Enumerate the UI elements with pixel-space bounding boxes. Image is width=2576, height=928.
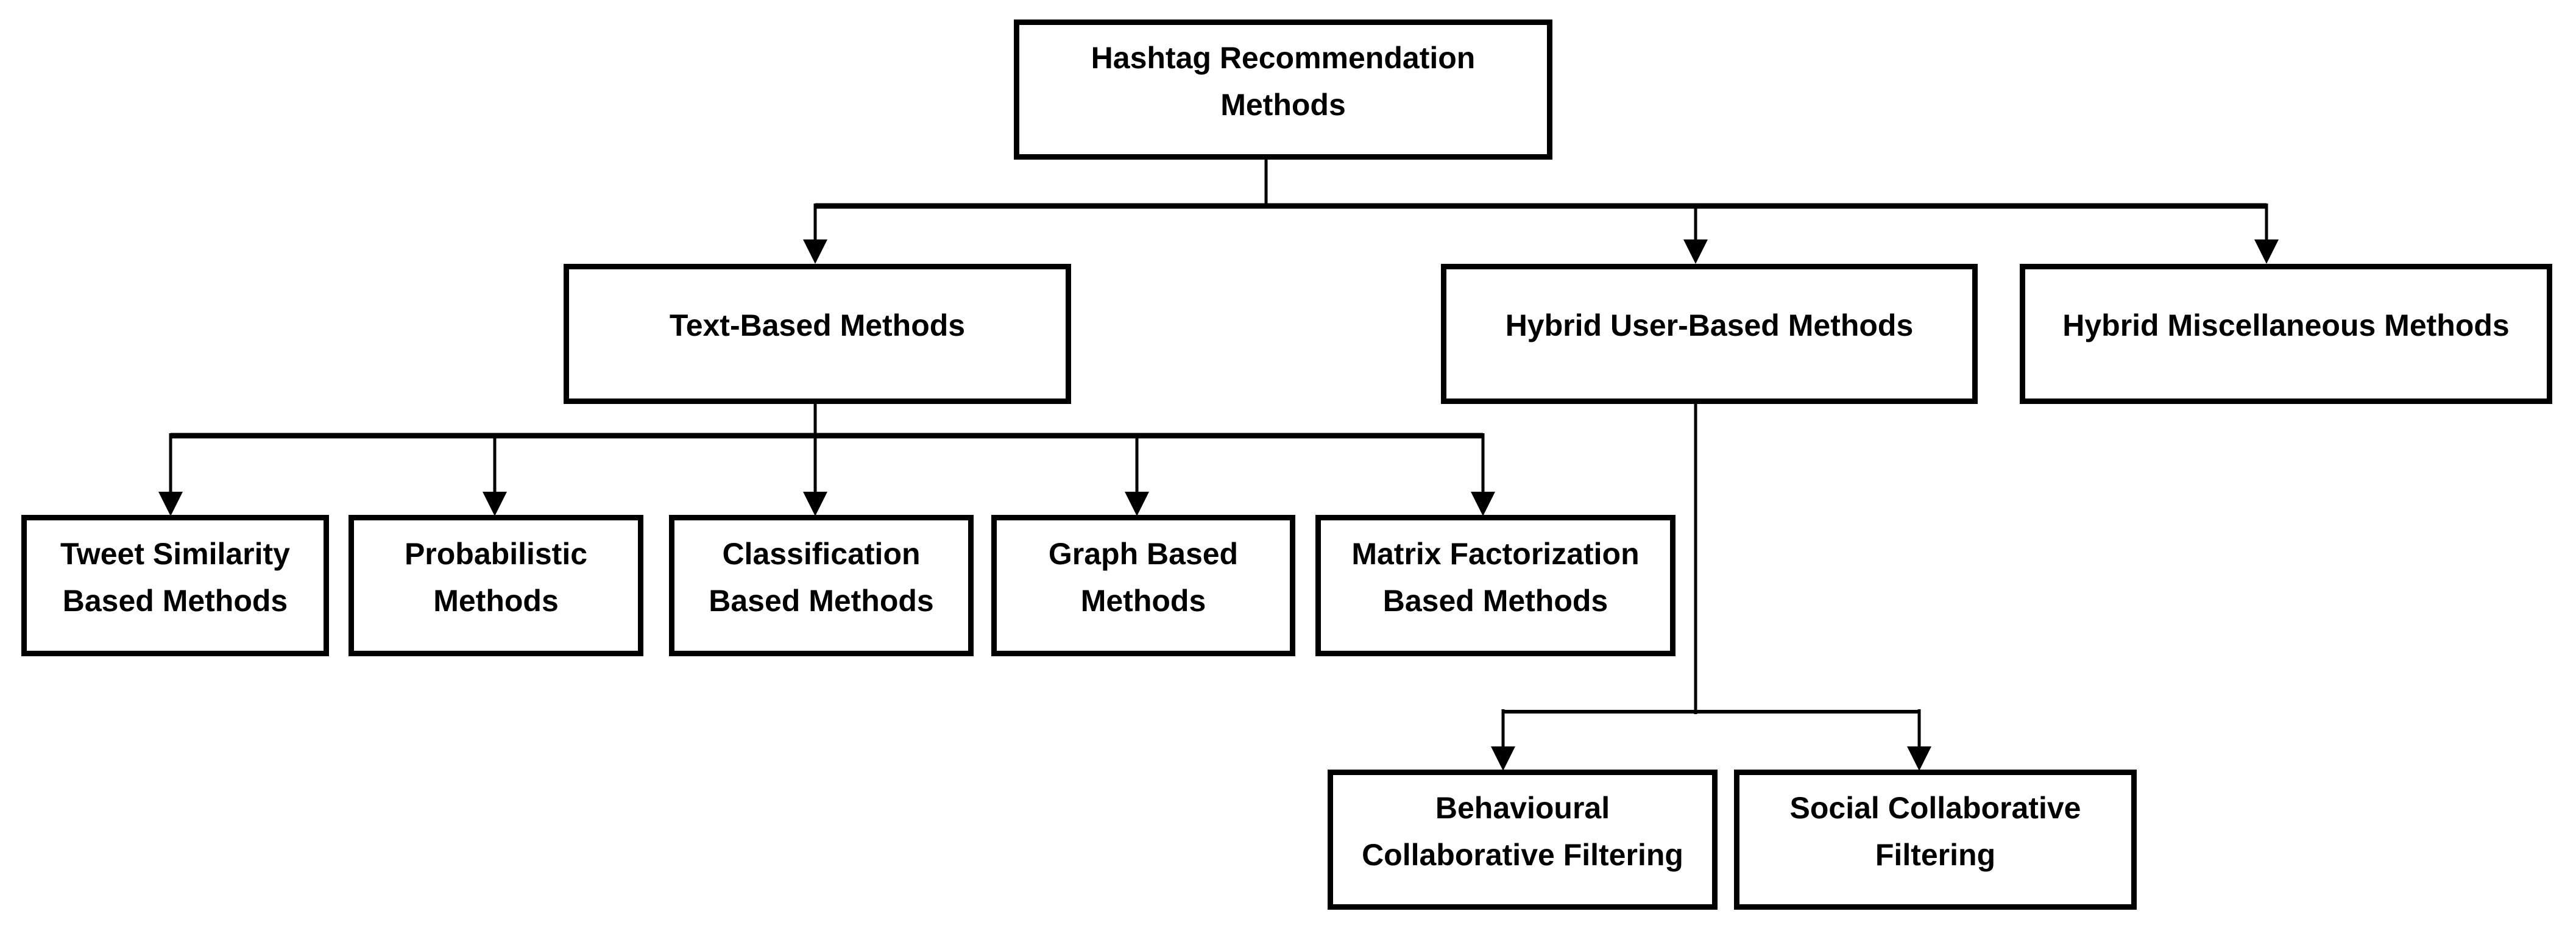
arrow-to-social-cf (1907, 746, 1931, 771)
node-probabilistic-methods: Probabilistic Methods (349, 515, 643, 656)
arrow-to-matrix-factorization (1471, 492, 1495, 516)
node-label: Tweet Similarity Based Methods (60, 536, 290, 618)
node-label: Hybrid Miscellaneous Methods (2062, 308, 2510, 343)
node-label: Hashtag Recommendation Methods (1091, 40, 1476, 122)
node-label: Social Collaborative Filtering (1789, 790, 2081, 873)
node-label: Text-Based Methods (669, 308, 966, 343)
arrow-to-behavioural-cf (1491, 746, 1515, 771)
arrow-to-probabilistic (483, 492, 507, 516)
node-hybrid-user-based-methods: Hybrid User-Based Methods (1441, 264, 1978, 404)
node-hybrid-miscellaneous-methods: Hybrid Miscellaneous Methods (2020, 264, 2552, 404)
node-label: Matrix Factorization Based Methods (1351, 536, 1640, 618)
node-graph-based-methods: Graph Based Methods (991, 515, 1295, 656)
edge-group-root-children (803, 157, 2279, 264)
node-matrix-factorization-based-methods: Matrix Factorization Based Methods (1315, 515, 1675, 656)
arrow-to-tweet-similarity (158, 492, 183, 516)
arrow-to-hybrid-misc (2254, 239, 2279, 264)
node-classification-based-methods: Classification Based Methods (669, 515, 974, 656)
node-label: Behavioural Collaborative Filtering (1362, 790, 1683, 873)
node-behavioural-collaborative-filtering: Behavioural Collaborative Filtering (1328, 770, 1718, 910)
edge-group-text-based-children (158, 401, 1495, 516)
node-label: Graph Based Methods (1048, 536, 1239, 618)
arrow-to-classification (803, 492, 827, 516)
edge-group-hybrid-user-children (1491, 401, 1931, 771)
node-label: Probabilistic Methods (404, 536, 588, 618)
node-tweet-similarity-based-methods: Tweet Similarity Based Methods (21, 515, 329, 656)
node-social-collaborative-filtering: Social Collaborative Filtering (1734, 770, 2137, 910)
node-text-based-methods: Text-Based Methods (564, 264, 1071, 404)
node-label: Hybrid User-Based Methods (1505, 308, 1914, 343)
node-label: Classification Based Methods (709, 536, 934, 618)
node-hashtag-recommendation-methods: Hashtag Recommendation Methods (1014, 19, 1552, 160)
arrow-to-text-based (803, 239, 827, 264)
arrow-to-hybrid-user (1683, 239, 1708, 264)
arrow-to-graph-based (1125, 492, 1149, 516)
